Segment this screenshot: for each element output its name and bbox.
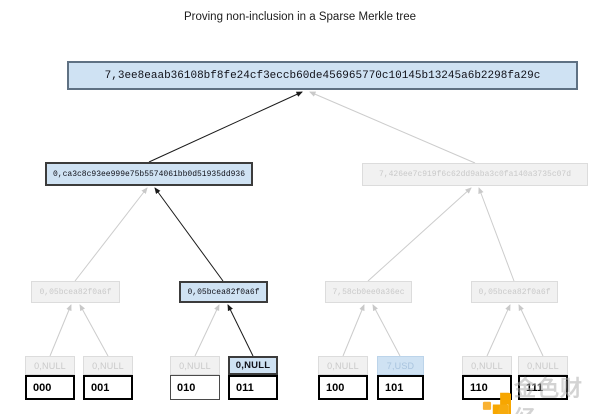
leaf-hash-101: 7,USD bbox=[377, 356, 424, 375]
leaf-key-000: 000 bbox=[25, 375, 75, 400]
leaf-hash-100: 0,NULL bbox=[318, 356, 368, 375]
level2-right-hash-node: 7,426ee7c919f6c62dd9aba3c0fa140a3735c07d bbox=[362, 163, 588, 186]
leaf-key-001: 001 bbox=[83, 375, 133, 400]
leaf-hash-001: 0,NULL bbox=[83, 356, 133, 375]
leaf-key-010: 010 bbox=[170, 375, 220, 400]
edge-sibling-l2-root bbox=[309, 91, 476, 164]
leaf-hash-110: 0,NULL bbox=[462, 356, 512, 375]
level2-left-hash-node: 0,ca3c8c93ee999e75b5574061bb0d51935dd936 bbox=[45, 162, 253, 186]
jinse-finance-logo-icon bbox=[482, 392, 511, 414]
leaf-hash-000: 0,NULL bbox=[25, 356, 75, 375]
edge-l3-0 bbox=[74, 187, 148, 282]
leaf-hash-011: 0,NULL bbox=[228, 356, 278, 375]
level3-hash-node-2: 7,58cb0ee0a36ec bbox=[325, 281, 412, 303]
leaf-key-111: 111 bbox=[518, 375, 568, 400]
leaf-hash-010: 0,NULL bbox=[170, 356, 220, 375]
leaf-key-110: 110 bbox=[462, 375, 512, 400]
watermark-text: 金色财经 bbox=[513, 376, 583, 414]
leaf-hash-111: 0,NULL bbox=[518, 356, 568, 375]
root-hash-node: 7,3ee8eaab36108bf8fe24cf3eccb60de4569657… bbox=[67, 61, 578, 90]
edge-leaf-000 bbox=[49, 304, 72, 357]
edge-proof-l2-root bbox=[148, 91, 303, 163]
level3-hash-node-1: 0,05bcea82f0a6f bbox=[179, 281, 268, 303]
watermark: 金色财经 bbox=[482, 374, 600, 414]
edge-leaf-010 bbox=[194, 304, 220, 357]
leaf-key-100: 100 bbox=[318, 375, 368, 400]
edge-leaf-001 bbox=[79, 304, 109, 357]
diagram-title: Proving non-inclusion in a Sparse Merkle… bbox=[183, 11, 417, 23]
edge-l3-3 bbox=[478, 187, 515, 282]
level3-hash-node-3: 0,05bcea82f0a6f bbox=[471, 281, 558, 303]
edge-leaf-100 bbox=[342, 304, 365, 357]
level3-hash-node-0: 0,05bcea82f0a6f bbox=[31, 281, 120, 303]
edge-l3-2 bbox=[367, 187, 472, 282]
leaf-key-101: 101 bbox=[377, 375, 424, 400]
edge-proof-leaf-011 bbox=[227, 304, 254, 357]
edge-leaf-110 bbox=[486, 304, 511, 357]
leaf-key-011: 011 bbox=[228, 375, 278, 400]
edge-leaf-101 bbox=[372, 304, 401, 357]
edge-proof-l3-1 bbox=[154, 187, 224, 282]
edge-leaf-111 bbox=[518, 304, 544, 357]
